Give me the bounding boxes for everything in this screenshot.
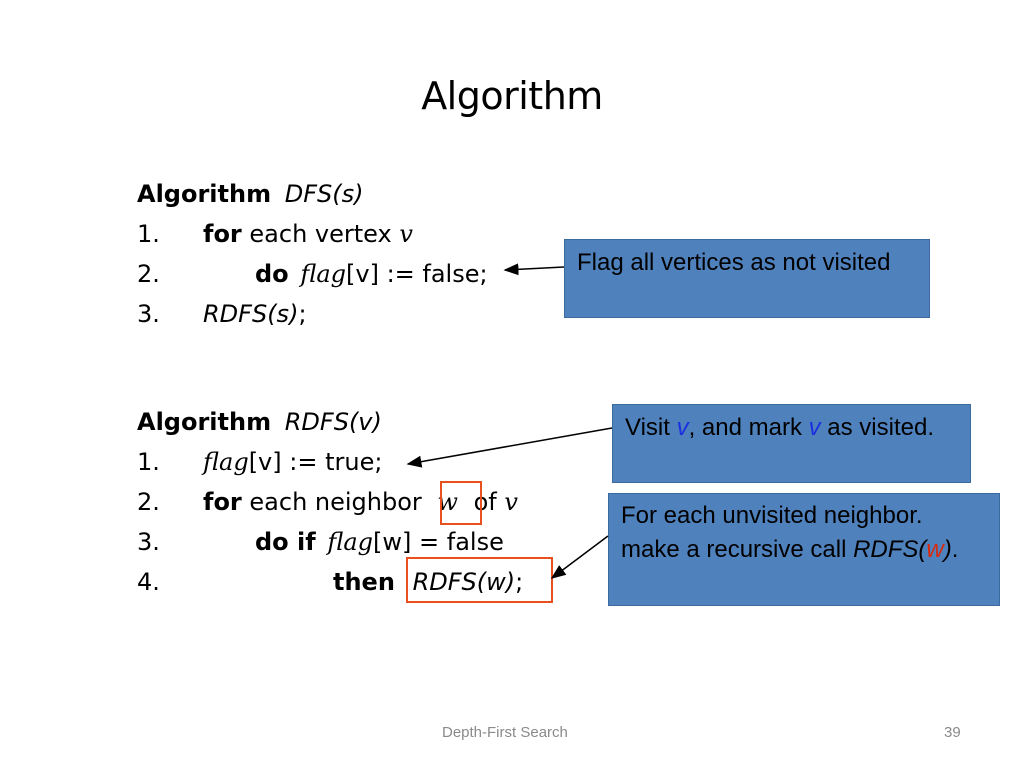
variable-v: v	[676, 414, 689, 441]
algorithm-name: DFS(s)	[284, 180, 364, 208]
footer-text: Depth-First Search	[442, 724, 568, 741]
algorithm-dfs: Algorithm DFS(s) 1. for each vertex v 2.…	[137, 180, 537, 330]
code-text: = false	[411, 528, 504, 556]
page-number: 39	[944, 724, 961, 741]
algorithm-keyword: Algorithm	[137, 180, 272, 208]
arrow-recursive-call	[550, 535, 609, 579]
callout-call: )	[943, 536, 952, 563]
variable: v	[399, 220, 413, 248]
keyword: for	[203, 220, 242, 248]
callout-text: For each unvisited neighbor. make a recu…	[621, 502, 923, 563]
keyword: then	[333, 568, 395, 596]
code-text: [v]	[248, 448, 282, 476]
algorithm-keyword: Algorithm	[137, 408, 272, 436]
line-number: 2.	[137, 260, 160, 288]
algorithm-rdfs: Algorithm RDFS(v) 1. flag[v] := true; 2.…	[137, 408, 567, 603]
variable: w	[437, 488, 458, 516]
line-number: 1.	[137, 448, 160, 476]
function-call: RDFS(s)	[203, 300, 299, 328]
highlight-box-rdfs-call	[406, 557, 553, 603]
code-text: each neighbor	[241, 488, 430, 516]
code-text: ;	[515, 568, 524, 596]
algorithm-rdfs-header: Algorithm RDFS(v)	[137, 408, 382, 436]
flag-identifier: flag	[300, 260, 346, 288]
keyword: do	[255, 260, 289, 288]
algorithm-dfs-header: Algorithm DFS(s)	[137, 180, 364, 208]
highlight-box-w	[440, 481, 482, 525]
callout-flag-all: Flag all vertices as not visited	[564, 239, 930, 318]
keyword: do if	[255, 528, 316, 556]
callout-text: .	[951, 536, 959, 563]
flag-identifier: flag	[203, 448, 249, 476]
code-text: of	[465, 488, 505, 516]
code-text: [v]	[346, 260, 379, 288]
code-text: [w]	[373, 528, 412, 556]
callout-visit-mark: Visit v, and mark v as visited.	[612, 404, 971, 483]
line-number: 1.	[137, 220, 160, 248]
line-number: 4.	[137, 568, 160, 596]
keyword: for	[203, 488, 242, 516]
callout-call: RDFS(	[853, 536, 927, 563]
algorithm-name: RDFS(v)	[284, 408, 382, 436]
code-text: := false;	[378, 260, 488, 288]
callout-text: , and mark	[688, 414, 809, 441]
code-text: ;	[298, 300, 307, 328]
callout-recursive-call: For each unvisited neighbor. make a recu…	[608, 493, 1000, 606]
callout-text: Flag all vertices as not visited	[577, 249, 891, 276]
callout-text: as visited.	[820, 414, 935, 441]
variable-w: w	[926, 536, 944, 563]
arrow-visit-mark	[406, 427, 613, 468]
line-number: 3.	[137, 300, 160, 328]
callout-text: Visit	[625, 414, 677, 441]
code-text: each vertex	[241, 220, 400, 248]
function-call: RDFS(w)	[412, 568, 516, 596]
flag-identifier: flag	[327, 528, 374, 556]
variable-v: v	[808, 414, 821, 441]
variable: v	[504, 488, 518, 516]
code-text: := true;	[281, 448, 383, 476]
line-number: 3.	[137, 528, 160, 556]
line-number: 2.	[137, 488, 160, 516]
arrow-flag-all	[503, 263, 565, 276]
slide-title: Algorithm	[421, 74, 603, 118]
